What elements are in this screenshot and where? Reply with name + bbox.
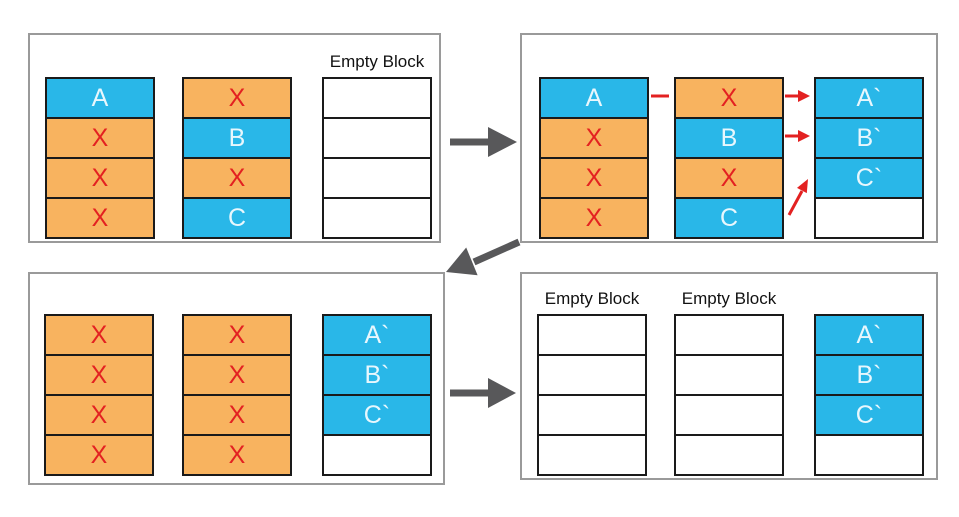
empty-page-cell [322, 434, 432, 476]
flow-arrow-step2-icon [446, 238, 521, 276]
empty-page-cell [322, 157, 432, 199]
valid-page-cell: B` [322, 354, 432, 396]
stale-page-cell: X [44, 314, 154, 356]
valid-page-cell: C` [814, 157, 924, 199]
empty-page-cell [322, 197, 432, 239]
stale-page-cell: X [539, 157, 649, 199]
stale-page-cell: X [674, 157, 784, 199]
valid-page-cell: C` [322, 394, 432, 436]
stale-page-cell: X [182, 434, 292, 476]
panel-after-erase: Empty Block Empty Block A`B`C` [520, 272, 938, 480]
stale-page-cell: X [45, 157, 155, 199]
stale-page-cell: X [182, 77, 292, 119]
valid-page-cell: B` [814, 354, 924, 396]
flow-arrow-step1-icon [450, 127, 517, 157]
valid-page-cell: B [674, 117, 784, 159]
empty-page-cell [322, 117, 432, 159]
block-column-2: Empty Block [674, 289, 784, 476]
valid-page-cell: A [539, 77, 649, 119]
valid-page-cell: A` [814, 314, 924, 356]
empty-block-label: Empty Block [329, 52, 425, 71]
stale-page-cell: X [45, 117, 155, 159]
stale-page-cell: X [539, 117, 649, 159]
empty-page-cell [537, 394, 647, 436]
flow-arrow-step3-icon [450, 378, 516, 408]
stale-page-cell: X [182, 157, 292, 199]
stale-page-cell: X [45, 197, 155, 239]
valid-page-cell: C` [814, 394, 924, 436]
valid-page-cell: A` [814, 77, 924, 119]
stale-page-cell: X [182, 394, 292, 436]
stale-page-cell: X [44, 434, 154, 476]
empty-page-cell [814, 197, 924, 239]
block-column-1: Empty Block [537, 289, 647, 476]
empty-block-label: Empty Block [544, 289, 640, 308]
valid-page-cell: B [182, 117, 292, 159]
empty-page-cell [674, 354, 784, 396]
valid-page-cell: C [674, 197, 784, 239]
empty-page-cell [537, 314, 647, 356]
stale-page-cell: X [182, 314, 292, 356]
empty-block-label: Empty Block [681, 289, 777, 308]
empty-page-cell [674, 314, 784, 356]
stale-page-cell: X [674, 77, 784, 119]
empty-page-cell [674, 434, 784, 476]
valid-page-cell: A [45, 77, 155, 119]
valid-page-cell: C [182, 197, 292, 239]
stale-page-cell: X [182, 354, 292, 396]
stale-page-cell: X [539, 197, 649, 239]
empty-page-cell [537, 354, 647, 396]
empty-page-cell [814, 434, 924, 476]
block-column-3: A`B`C` [814, 77, 924, 239]
empty-page-cell [322, 77, 432, 119]
empty-page-cell [537, 434, 647, 476]
valid-page-cell: B` [814, 117, 924, 159]
stale-page-cell: X [44, 394, 154, 436]
block-column-3: A`B`C` [322, 314, 432, 476]
valid-page-cell: A` [322, 314, 432, 356]
block-column-3: Empty Block [322, 52, 432, 239]
block-column-3: A`B`C` [814, 314, 924, 476]
stale-page-cell: X [44, 354, 154, 396]
empty-page-cell [674, 394, 784, 436]
